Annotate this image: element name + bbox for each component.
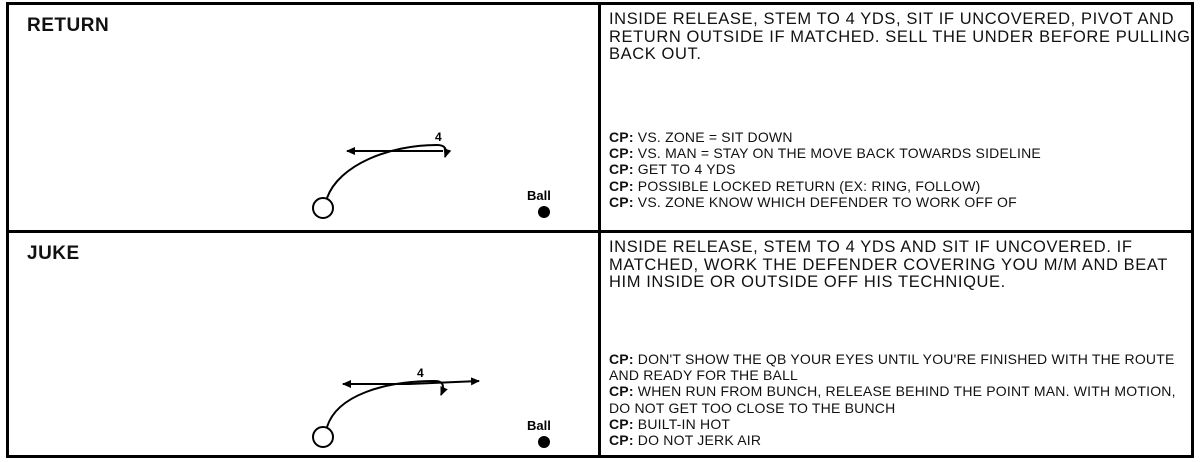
ball-marker: [538, 436, 550, 448]
route-description: INSIDE RELEASE, STEM TO 4 YDS AND SIT IF…: [609, 238, 1168, 291]
ball-marker: [538, 206, 550, 218]
route-name: RETURN: [27, 15, 110, 36]
coaching-point: CP: VS. ZONE = SIT DOWN: [609, 129, 793, 145]
coaching-point: CP: DON'T SHOW THE QB YOUR EYES UNTIL YO…: [609, 351, 1175, 384]
route-name: JUKE: [27, 243, 80, 264]
coaching-point: CP: WHEN RUN FROM BUNCH, RELEASE BEHIND …: [609, 383, 1176, 416]
route-stem: [326, 380, 436, 428]
route-row-return: RETURN 4 Ball INSIDE RELEASE, STEM TO 4 …: [9, 5, 1191, 233]
route-juke-outside-arrow: [408, 377, 480, 386]
route-description-cell: INSIDE RELEASE, STEM TO 4 YDS, SIT IF UN…: [609, 10, 1191, 209]
route-sit: [436, 144, 452, 158]
receiver-circle: [312, 197, 334, 219]
coaching-points: CP: VS. ZONE = SIT DOWN CP: VS. MAN = ST…: [609, 129, 1041, 210]
ball-label: Ball: [527, 188, 551, 203]
coaching-point: CP: VS. ZONE KNOW WHICH DEFENDER TO WORK…: [609, 193, 1017, 210]
route-diagram: 4 Ball: [312, 130, 551, 219]
coaching-point: CP: VS. MAN = STAY ON THE MOVE BACK TOWA…: [609, 145, 1041, 162]
stem-yards-label: 4: [435, 130, 442, 144]
coaching-points: CP: DON'T SHOW THE QB YOUR EYES UNTIL YO…: [609, 351, 1191, 448]
route-diagram-cell: JUKE 4 Ball: [9, 233, 601, 455]
coaching-point: CP: BUILT-IN HOT: [609, 415, 731, 432]
route-description-cell: INSIDE RELEASE, STEM TO 4 YDS AND SIT IF…: [609, 238, 1191, 448]
coaching-point: CP: POSSIBLE LOCKED RETURN (EX: RING, FO…: [609, 177, 981, 194]
receiver-circle: [312, 426, 334, 448]
route-stem: [326, 144, 438, 199]
route-sit: [434, 380, 448, 396]
coaching-point: CP: DO NOT JERK AIR: [609, 432, 762, 449]
route-description: INSIDE RELEASE, STEM TO 4 YDS, SIT IF UN…: [609, 10, 1191, 63]
route-row-juke: JUKE 4 Ball INSIDE RELEASE, STEM TO 4 YD…: [9, 233, 1191, 455]
route-diagram: 4 Ball: [312, 366, 551, 448]
ball-label: Ball: [527, 418, 551, 433]
route-diagram-cell: RETURN 4 Ball: [9, 5, 601, 230]
coaching-point: CP: GET TO 4 YDS: [609, 161, 736, 178]
stem-yards-label: 4: [417, 366, 424, 380]
route-table: RETURN 4 Ball INSIDE RELEASE, STEM TO 4 …: [6, 2, 1194, 458]
